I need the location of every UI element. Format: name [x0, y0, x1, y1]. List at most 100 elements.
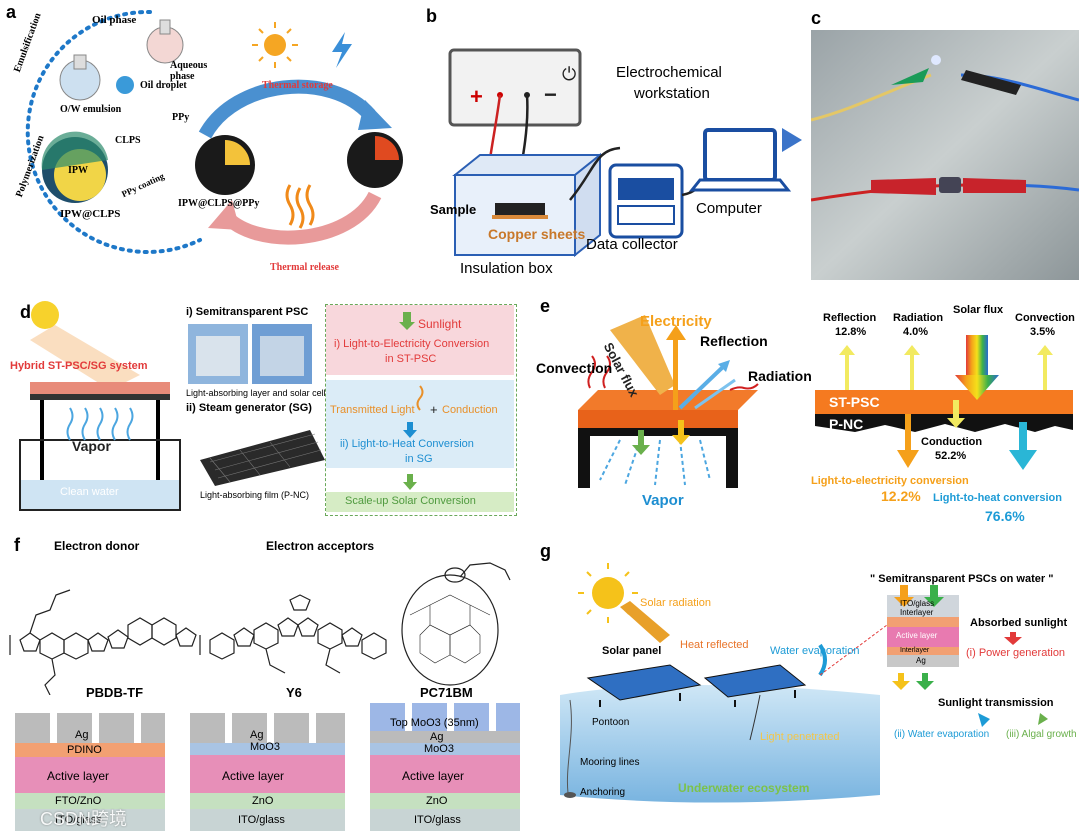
panel-label-g: g	[540, 541, 551, 561]
dev3-layer-0: Top MoO3 (35nm)	[390, 717, 479, 729]
scaleup-label: Scale-up Solar Conversion	[345, 495, 476, 507]
clps-label: CLPS	[115, 135, 141, 146]
data-collector-label: Data collector	[586, 236, 678, 253]
l2h-label: Light-to-heat conversion	[933, 492, 1062, 504]
ow-emulsion-label: O/W emulsion	[60, 104, 122, 115]
dev2-layer-3: ZnO	[252, 795, 274, 807]
y6-label: Y6	[286, 685, 302, 700]
panel-c: c	[805, 0, 1080, 285]
device-stack-1: Ag PDINO Active layer FTO/ZnO ITO/glass	[15, 713, 165, 831]
dev1-layer-1: PDINO	[67, 744, 102, 756]
conversion-1a-label: i) Light-to-Electricity Conversion	[334, 338, 490, 350]
oil-phase-label: Oil phase	[92, 14, 137, 26]
convection-label-right: Convection	[1015, 312, 1075, 324]
reflection-label-right: Reflection	[823, 312, 877, 324]
molecular-structures	[9, 562, 511, 695]
energy-flow-graphic	[815, 335, 1073, 470]
l2e-value: 12.2%	[881, 488, 921, 504]
sample-label: Sample	[430, 202, 477, 217]
p-nc-label: P-NC	[829, 416, 864, 432]
radiation-label-right: Radiation	[893, 312, 944, 324]
svg-text:⏻: ⏻	[562, 64, 576, 84]
absorbed-sunlight-label: Absorbed sunlight	[970, 617, 1068, 629]
pnc-film-graphic	[200, 430, 325, 486]
light-penetrated-label: Light penetrated	[760, 731, 840, 743]
panel-d-system	[19, 301, 181, 511]
dev2-layer-4: ITO/glass	[238, 814, 285, 826]
vapor-label-e: Vapor	[642, 492, 684, 509]
ipw-label: IPW	[68, 165, 88, 176]
solar-panel-label: Solar panel	[602, 645, 662, 657]
psc-on-water-title: " Semitransparent PSCs on water "	[870, 573, 1054, 585]
flow-box-2	[326, 380, 514, 468]
transmitted-light-label: Transmitted Light	[330, 404, 415, 416]
panel-label-e: e	[540, 296, 551, 316]
semitransparent-psc-label: i) Semitransparent PSC	[186, 306, 309, 318]
algal-growth-label: (iii) Algal growth	[1006, 729, 1077, 740]
panel-g: g	[530, 535, 1080, 836]
ppy-label: PPy	[172, 112, 190, 123]
panel-a: a Oil pha	[0, 0, 420, 285]
dev3-layer-4: ZnO	[426, 795, 448, 807]
steam-generator-label: ii) Steam generator (SG)	[186, 402, 312, 414]
dev3-layer-1: Ag	[430, 731, 444, 743]
vapor-label-d: Vapor	[72, 438, 111, 454]
conversion-2a-label: ii) Light-to-Heat Conversion	[340, 438, 474, 450]
stack-layer-3: Interlayer	[900, 647, 930, 654]
led-photo	[811, 30, 1079, 280]
heat-reflected-label: Heat reflected	[680, 639, 749, 651]
plus-label: +	[430, 402, 438, 417]
reflection-value: 12.8%	[835, 326, 867, 338]
sunlight-label: Sunlight	[418, 317, 462, 331]
panel-label-c: c	[811, 8, 822, 28]
device-stack-2: Ag MoO3 Active layer ZnO ITO/glass	[190, 713, 345, 831]
sunlight-transmission-label: Sunlight transmission	[938, 697, 1054, 709]
panel-label-b: b	[426, 6, 437, 26]
conversion-2b-label: in SG	[405, 453, 433, 465]
dev1-layer-3: FTO/ZnO	[55, 795, 102, 807]
dev3-layer-5: ITO/glass	[414, 814, 461, 826]
dev1-layer-0: Ag	[75, 729, 89, 741]
panel-label-f: f	[14, 535, 20, 555]
pontoon-label: Pontoon	[592, 717, 630, 728]
hybrid-system-label: Hybrid ST-PSC/SG system	[10, 360, 148, 372]
power-generation-label: (i) Power generation	[966, 647, 1066, 659]
light-absorbing-layer-label: Light-absorbing layer and solar cell	[186, 388, 326, 398]
dev1-layer-2: Active layer	[47, 769, 110, 783]
electron-donor-label: Electron donor	[54, 539, 140, 553]
convection-value: 3.5%	[1030, 326, 1056, 338]
solar-radiation-label: Solar radiation	[640, 597, 711, 609]
copper-sheets-label: Copper sheets	[488, 226, 586, 242]
thermal-release-label: Thermal release	[270, 262, 339, 273]
electron-acceptors-label: Electron acceptors	[266, 539, 375, 553]
electrochemical-label: Electrochemical	[616, 64, 722, 81]
pc71bm-label: PC71BM	[420, 685, 473, 700]
workstation-label: workstation	[634, 85, 710, 102]
dev3-layer-2: MoO3	[424, 743, 454, 755]
panel-b: b ⏻ + − Electrochemical workstation Samp…	[420, 0, 805, 285]
panel-label-d: d	[20, 302, 31, 322]
panel-f: f Electron donor Electron acceptors	[0, 535, 530, 836]
stack-layer-4: Ag	[916, 656, 926, 665]
conduction-label-d: Conduction	[442, 404, 498, 416]
panel-label-a: a	[6, 2, 17, 22]
conduction-value: 52.2%	[935, 450, 967, 462]
stack-layer-2: Active layer	[896, 631, 938, 640]
stack-layer-0: ITO/glass	[900, 599, 935, 608]
watermark-text: CSDN跨境	[40, 809, 128, 829]
radiation-value: 4.0%	[903, 326, 929, 338]
computer-label: Computer	[696, 200, 762, 217]
dev2-layer-0: Ag	[250, 729, 264, 741]
panel-e-right: Reflection 12.8% Radiation 4.0% Solar fl…	[805, 290, 1080, 535]
plus-terminal-label: +	[470, 84, 483, 109]
ipw-clps-label: IPW@CLPS	[60, 208, 121, 220]
panel-g-graphic	[560, 563, 1048, 803]
insulation-box-label: Insulation box	[460, 260, 553, 277]
solar-flux-label-right: Solar flux	[953, 304, 1004, 316]
flow-box-1	[326, 305, 514, 375]
reflection-label-left: Reflection	[700, 333, 768, 349]
radiation-label-left: Radiation	[748, 368, 812, 384]
st-psc-label: ST-PSC	[829, 394, 880, 410]
psc-photos	[188, 324, 312, 384]
oil-droplet-label: Oil droplet	[140, 80, 187, 91]
